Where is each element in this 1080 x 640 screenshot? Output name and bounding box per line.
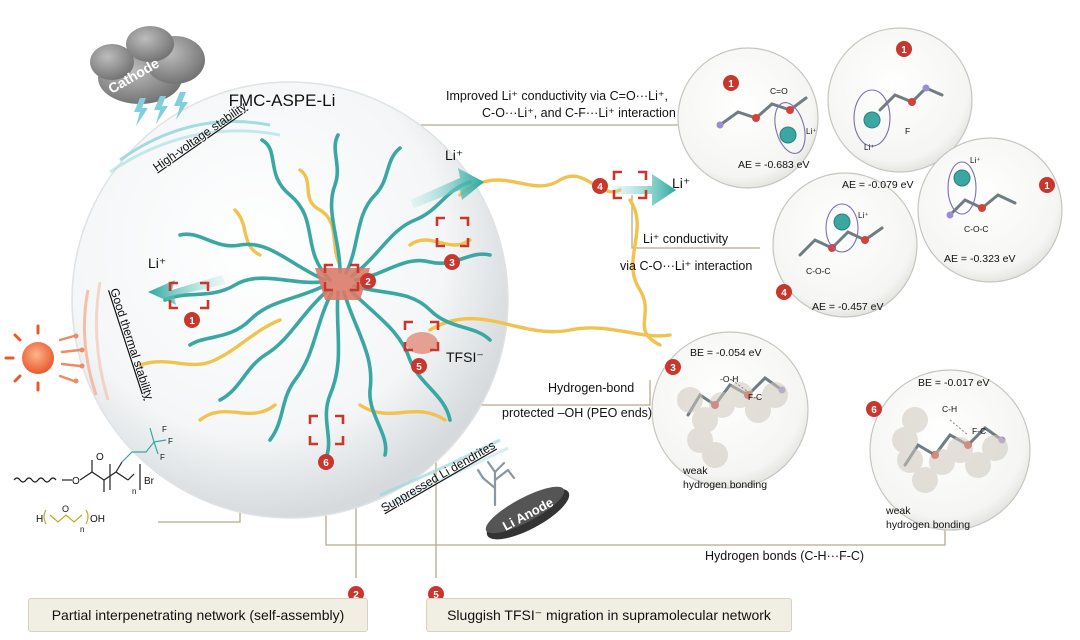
- cathode-cloud: [90, 26, 205, 104]
- chem-f-3: F: [160, 453, 165, 462]
- ion-m1c: Li⁺: [970, 156, 980, 165]
- migration-box: Sluggish TFSI⁻ migration in supramolecul…: [426, 598, 792, 632]
- diagram-title: FMC-ASPE-Li: [229, 91, 336, 110]
- li-label-left: Li⁺: [148, 255, 166, 271]
- marker-6-mol: [866, 401, 882, 417]
- dendrite-ripple: [379, 438, 509, 507]
- acceptor-m3: F-C: [748, 392, 762, 402]
- chem-br: Br: [144, 476, 155, 487]
- bracket-markers: [168, 170, 648, 446]
- chem-o-2: O: [96, 452, 104, 463]
- group-m4: C-O-C: [806, 266, 831, 276]
- marker-4-chain-text: 4: [597, 182, 603, 193]
- marker-4-chain: [592, 178, 608, 194]
- dendrite-icon: [476, 460, 516, 507]
- marker-4-mol-text: 4: [781, 288, 787, 299]
- energy-m6: BE = -0.017 eV: [918, 377, 990, 389]
- chem-o: O: [72, 476, 80, 487]
- acceptor-m6: F-C: [972, 426, 986, 436]
- marker-3-mol: [665, 359, 681, 375]
- group-m1b: F: [905, 126, 910, 136]
- molecule-sketches: [677, 84, 1017, 493]
- energy-m4: AE = -0.457 eV: [812, 301, 884, 313]
- ion-m1a: Li⁺: [806, 127, 816, 136]
- marker-2-network-text: 2: [365, 277, 371, 288]
- marker-3-network-text: 3: [449, 258, 455, 269]
- yellow-chains: [138, 168, 672, 422]
- ion-m1b: Li⁺: [864, 143, 874, 152]
- note2-m3: hydrogen bonding: [683, 479, 767, 491]
- energy-m1a: AE = -0.683 eV: [738, 159, 810, 171]
- marker-4-mol: [776, 284, 792, 300]
- marker-1-mol-a-text: 1: [728, 79, 734, 90]
- marker-6-mol-text: 6: [871, 405, 877, 416]
- marker-2-network: [360, 273, 376, 289]
- energy-m3: BE = -0.054 eV: [690, 347, 762, 359]
- chem-n-1: n: [132, 487, 136, 496]
- note1-m3: weak: [682, 465, 708, 477]
- marker-1-mol-b: [896, 41, 912, 57]
- marker-1-network-text: 1: [189, 316, 195, 327]
- conductivity-line2: via C-O···Li⁺ interaction: [620, 259, 752, 273]
- note1-m6: weak: [885, 505, 911, 517]
- chem-o-peo: O: [62, 504, 69, 514]
- polymer-structure: [13, 460, 141, 492]
- fluoro-group: [121, 427, 167, 463]
- li-arrow-upright: [410, 168, 484, 208]
- chem-oh: OH: [90, 514, 105, 525]
- sun-icon: [4, 324, 85, 392]
- donor-m3: -O-H: [720, 374, 738, 384]
- improved-line1: Improved Li⁺ conductivity via C=O···Li⁺,: [446, 89, 668, 103]
- marker-1-network: [184, 312, 200, 328]
- lightning-icon: [134, 92, 188, 126]
- group-m1c: C-O-C: [964, 224, 989, 234]
- marker-2-bottom-text: 2: [353, 590, 359, 601]
- li-label-top: Li⁺: [445, 147, 463, 163]
- marker-6-network: [318, 454, 334, 470]
- hbonds-bottom: Hydrogen bonds (C-H···F-C): [705, 549, 864, 563]
- marker-5-bottom-text: 5: [433, 590, 439, 601]
- chem-f-2: F: [168, 437, 173, 446]
- peo-structure: [43, 509, 89, 525]
- marker-1-mol-c-text: 1: [1044, 181, 1050, 192]
- marker-3-network: [444, 254, 460, 270]
- marker-5-network-text: 5: [416, 362, 422, 373]
- marker-1-mol-a: [723, 75, 739, 91]
- marker-6-network-text: 6: [323, 458, 329, 469]
- network-box: Partial interpenetrating network (self-a…: [28, 598, 368, 632]
- energy-m1b: AE = -0.079 eV: [842, 179, 914, 191]
- chem-h: H: [36, 514, 43, 525]
- chem-f-1: F: [162, 425, 167, 434]
- tfsi-anion: [406, 332, 438, 354]
- ion-m4: Li⁺: [858, 211, 868, 220]
- li-label-right: Li⁺: [672, 175, 690, 191]
- improved-line2: C-O···Li⁺, and C-F···Li⁺ interaction: [482, 106, 676, 120]
- tfsi-label: TFSI⁻: [446, 349, 484, 365]
- chem-n-2: n: [80, 525, 84, 534]
- li-arrow-right: [612, 174, 676, 206]
- group-m1a: C=O: [770, 86, 788, 96]
- marker-5-network: [411, 358, 427, 374]
- voltage-ripple: [109, 120, 281, 174]
- marker-1-mol-b-text: 1: [901, 45, 907, 56]
- energy-m1c: AE = -0.323 eV: [944, 253, 1016, 265]
- thermal-ripple: [82, 281, 110, 401]
- donor-m6: C-H: [942, 404, 957, 414]
- conductivity-line1: Li⁺ conductivity: [643, 232, 729, 246]
- migration-box-text: Sluggish TFSI⁻ migration in supramolecul…: [447, 606, 771, 623]
- marker-1-mol-c: [1039, 177, 1055, 193]
- network-box-text: Partial interpenetrating network (self-a…: [51, 607, 345, 623]
- note2-m6: hydrogen bonding: [886, 519, 970, 531]
- marker-3-mol-text: 3: [670, 363, 676, 374]
- anchor-center: [315, 268, 370, 300]
- hbond-line1: Hydrogen-bond: [548, 381, 634, 395]
- li-anode: [485, 486, 570, 540]
- hbond-line2: protected –OH (PEO ends): [502, 406, 652, 420]
